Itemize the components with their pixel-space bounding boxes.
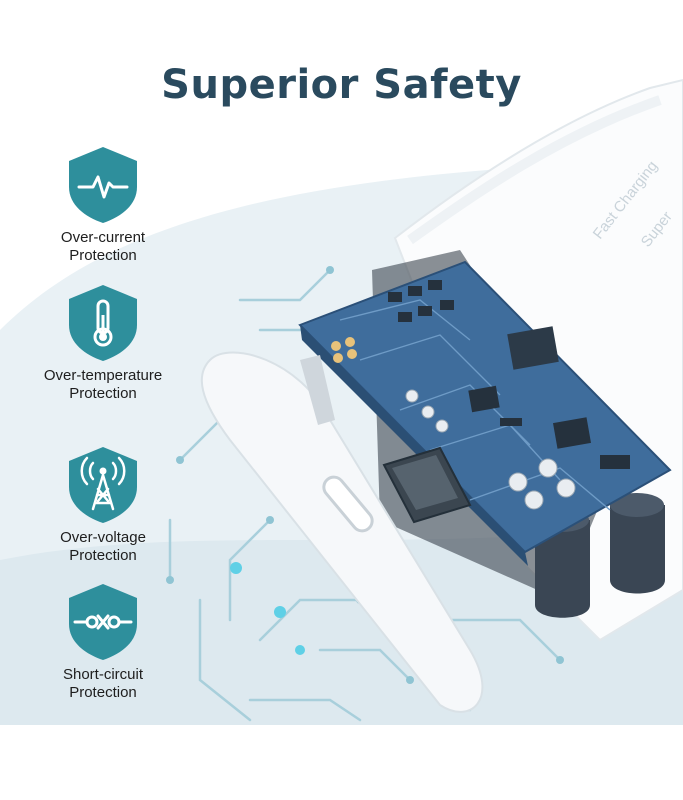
page-title: Superior Safety (161, 62, 522, 108)
feature-label: Short-circuit Protection (28, 666, 178, 702)
pulse-icon (69, 147, 137, 223)
circuit-icon (69, 584, 137, 660)
feature-label-line1: Over-voltage (60, 529, 146, 546)
feature-label: Over-voltage Protection (28, 529, 178, 565)
feature-label-line2: Protection (69, 684, 137, 701)
glow-nodes (230, 562, 305, 655)
thermometer-icon (69, 285, 137, 361)
feature-label: Over-temperature Protection (28, 367, 178, 403)
feature-label-line2: Protection (69, 385, 137, 402)
feature-over-voltage: Over-voltage Protection (28, 445, 178, 565)
charger-front-cap (200, 351, 484, 713)
usbc-port (322, 475, 374, 533)
feature-label-line2: Protection (69, 547, 137, 564)
feature-label: Over-current Protection (28, 229, 178, 265)
feature-over-current: Over-current Protection (28, 145, 178, 265)
pcb (298, 260, 672, 566)
feature-label-line1: Short-circuit (62, 666, 144, 683)
signal-tower-icon (69, 447, 137, 523)
feature-label-line2: Protection (69, 247, 137, 264)
feature-short-circuit: Short-circuit Protection (28, 582, 178, 702)
feature-label-line1: Over-temperature (43, 367, 163, 384)
feature-label-line1: Over-current (60, 229, 146, 246)
feature-over-temperature: Over-temperature Protection (28, 283, 178, 403)
